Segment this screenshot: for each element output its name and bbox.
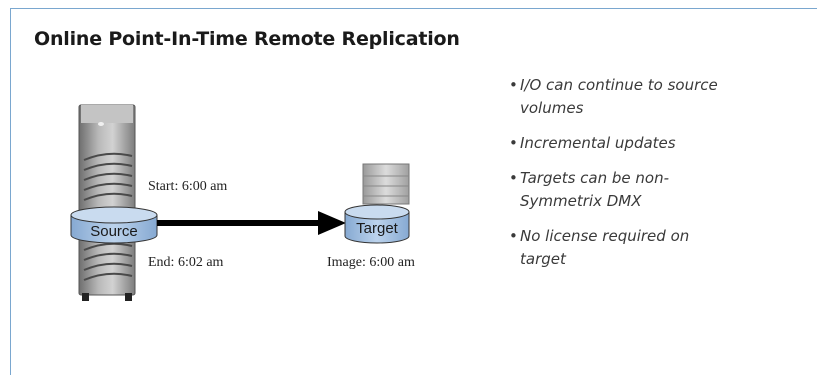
- image-time-label: Image: 6:00 am: [327, 255, 415, 270]
- bullet-list: • I/O can continue to source volumes • I…: [509, 74, 739, 283]
- end-time-label: End: 6:02 am: [148, 255, 224, 270]
- replication-arrow-icon: [157, 211, 346, 235]
- start-time-label: Start: 6:00 am: [148, 179, 227, 194]
- bullet-text: Incremental updates: [520, 134, 676, 152]
- bullet-text: No license required on target: [520, 227, 690, 268]
- target-label: Target: [356, 220, 399, 237]
- bullet-dot: •: [509, 169, 518, 187]
- bullet-item: • No license required on target: [509, 225, 739, 271]
- slide-frame: [10, 8, 817, 375]
- bullet-dot: •: [509, 76, 518, 94]
- target-volume-icon: [344, 204, 410, 244]
- source-volume-icon: [70, 206, 158, 244]
- source-rack-icon: [78, 104, 136, 301]
- bullet-text: Targets can be non-Symmetrix DMX: [520, 169, 669, 210]
- bullet-dot: •: [509, 227, 518, 245]
- bullet-text: I/O can continue to source volumes: [520, 76, 718, 117]
- source-label: Source: [90, 223, 138, 240]
- bullet-dot: •: [509, 134, 518, 152]
- bullet-item: • I/O can continue to source volumes: [509, 74, 739, 120]
- slide-title: Online Point-In-Time Remote Replication: [34, 28, 460, 50]
- bullet-item: • Incremental updates: [509, 132, 739, 155]
- target-server-icon: [362, 163, 410, 205]
- bullet-item: • Targets can be non-Symmetrix DMX: [509, 167, 739, 213]
